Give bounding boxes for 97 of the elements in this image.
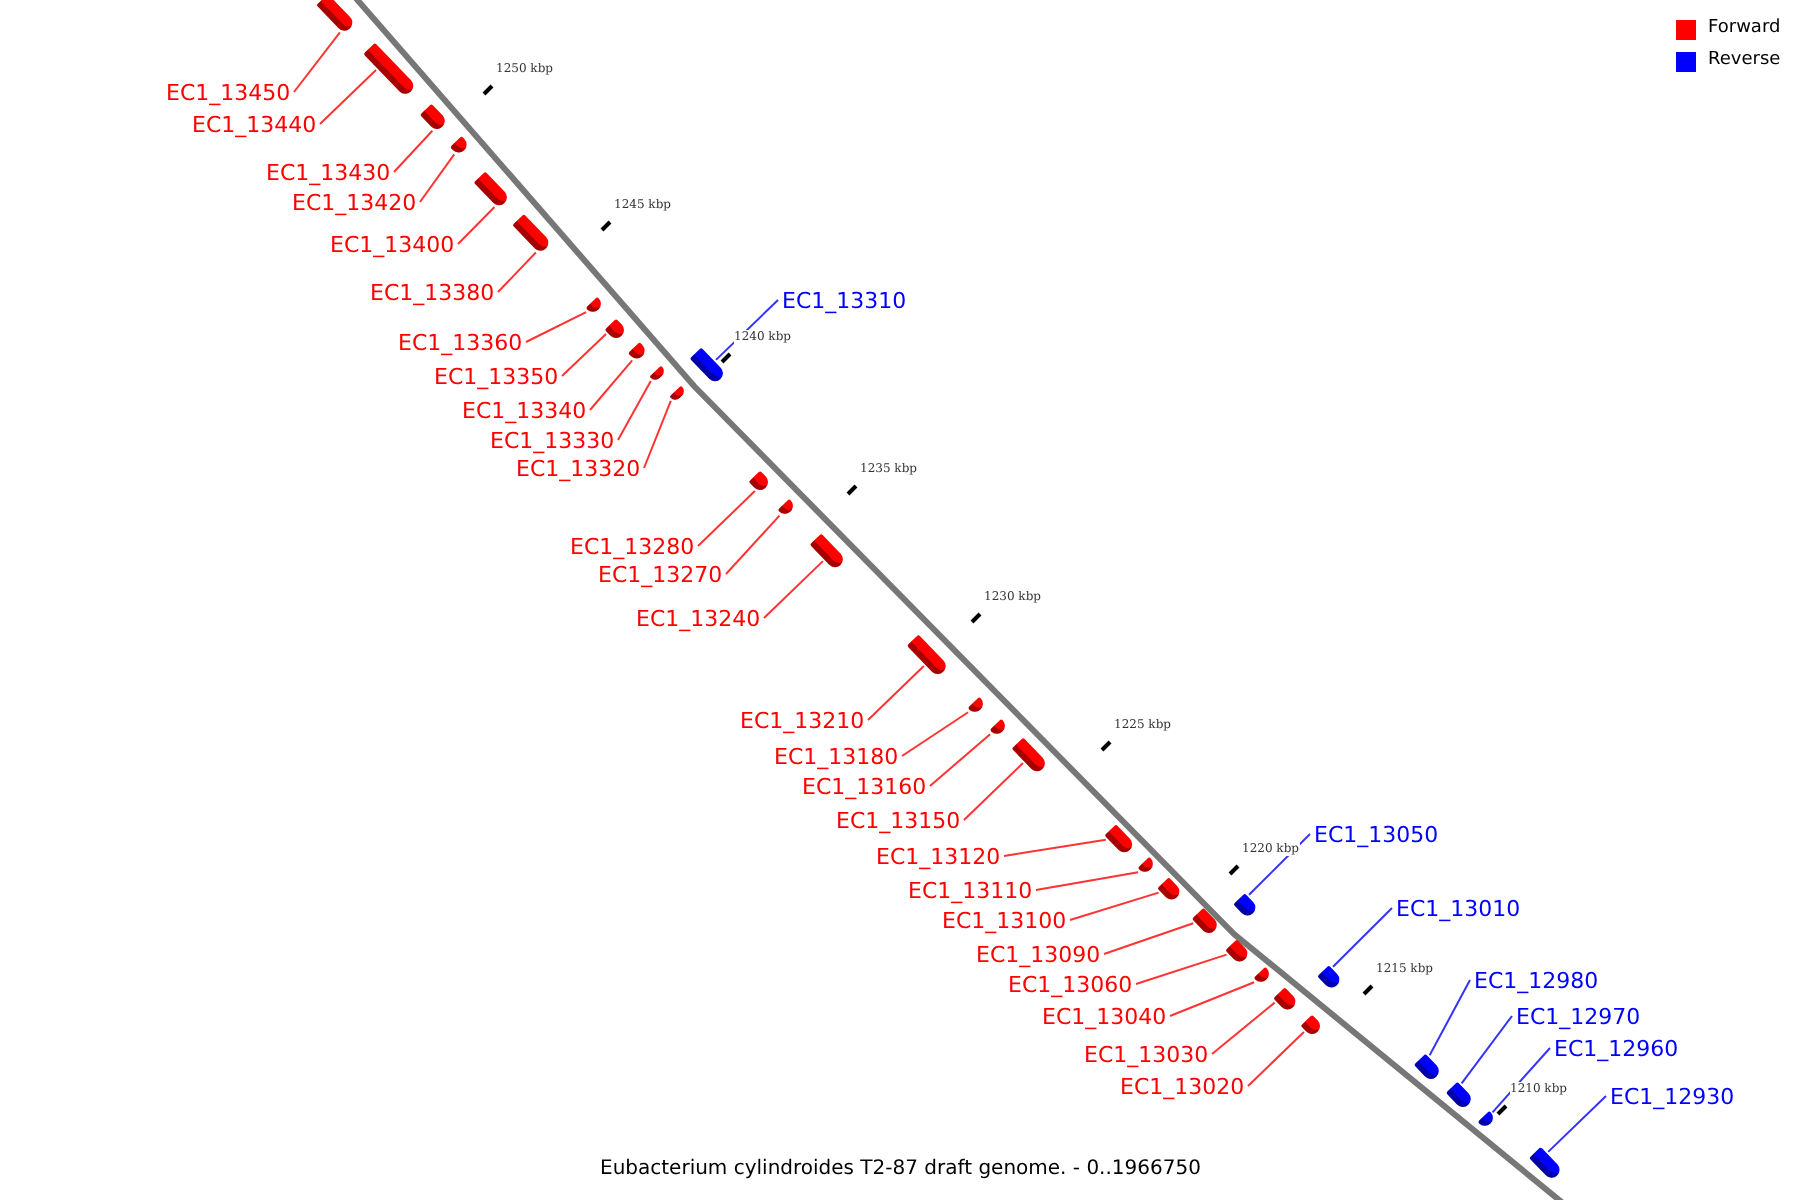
leader-line	[525, 311, 588, 343]
gene-label: EC1_13330	[490, 427, 615, 453]
gene-label: EC1_13110	[908, 877, 1033, 903]
gene-block	[748, 470, 772, 494]
gene-block	[512, 214, 552, 254]
gene-label: EC1_13120	[876, 843, 1001, 869]
gene-block	[669, 385, 687, 403]
gene-label: EC1_13350	[434, 363, 559, 389]
gene-block	[1317, 965, 1343, 991]
legend-label: Reverse	[1708, 48, 1781, 74]
gene-block	[1445, 1081, 1475, 1111]
gene-label: EC1_13280	[570, 533, 695, 559]
leader-line	[1103, 922, 1195, 955]
gene-label: EC1_13050	[1314, 821, 1439, 847]
leader-line	[763, 560, 824, 619]
gene-block	[419, 103, 449, 133]
leader-line	[393, 129, 434, 173]
gene-block	[363, 42, 417, 98]
gene-block	[966, 696, 986, 716]
gene-label: EC1_13270	[598, 561, 723, 587]
leader-line	[901, 711, 970, 757]
leader-line	[643, 399, 672, 469]
gene-block	[584, 296, 604, 316]
leader-line	[1428, 979, 1471, 1057]
gene-block	[809, 533, 847, 571]
gene-block	[1233, 893, 1259, 919]
gene-label: EC1_13020	[1120, 1073, 1245, 1099]
leader-line	[617, 379, 652, 441]
gene-label: EC1_12980	[1474, 967, 1599, 993]
leader-line	[1035, 871, 1140, 891]
leader-line	[1247, 1031, 1305, 1087]
leader-line	[319, 68, 377, 125]
gene-block	[604, 318, 628, 342]
legend-label: Forward	[1708, 16, 1781, 42]
gene-label: EC1_13310	[782, 287, 907, 313]
gene-block	[776, 498, 796, 518]
leader-line	[929, 733, 992, 787]
gene-label: EC1_13360	[398, 329, 523, 355]
leader-line	[497, 251, 537, 293]
leader-line	[1169, 981, 1256, 1017]
leader-line	[1211, 1001, 1276, 1055]
gene-label: EC1_12930	[1610, 1083, 1735, 1109]
gene-label: EC1_13210	[740, 707, 865, 733]
leader-line	[1069, 891, 1160, 921]
gene-label: EC1_13030	[1084, 1041, 1209, 1067]
gene-label: EC1_13440	[192, 111, 317, 137]
leader-line	[589, 359, 634, 411]
gene-block	[1300, 1014, 1324, 1038]
gene-label: EC1_13060	[1008, 971, 1133, 997]
gene-label: EC1_13180	[774, 743, 899, 769]
gene-label: EC1_13340	[462, 397, 587, 423]
gene-label: EC1_13090	[976, 941, 1101, 967]
gene-label: EC1_13240	[636, 605, 761, 631]
leader-line	[1248, 833, 1311, 896]
gene-label: EC1_13420	[292, 189, 417, 215]
gene-label: EC1_13450	[166, 79, 291, 105]
leader-line	[697, 490, 756, 547]
gene-block	[628, 342, 648, 362]
leader-line	[867, 665, 925, 721]
gene-block	[1011, 737, 1049, 775]
leader-line	[419, 153, 456, 203]
gene-label: EC1_13400	[330, 231, 455, 257]
leader-line	[457, 206, 496, 245]
gene-block	[473, 171, 511, 209]
gene-block	[1157, 877, 1183, 903]
leader-line	[1547, 1095, 1607, 1153]
gene-block	[1136, 856, 1156, 876]
gene-label: EC1_13320	[516, 455, 641, 481]
gene-label: EC1_13380	[370, 279, 495, 305]
gene-label: EC1_13040	[1042, 1003, 1167, 1029]
leader-line	[725, 514, 781, 575]
gene-block	[1413, 1053, 1443, 1083]
gene-label: EC1_12960	[1554, 1035, 1679, 1061]
gene-block	[1273, 987, 1299, 1013]
gene-block	[906, 634, 950, 678]
caption: Eubacterium cylindroides T2-87 draft genome. - 0..1966750	[600, 1156, 1201, 1182]
gene-label: EC1_13150	[836, 807, 961, 833]
leader-line	[1135, 953, 1228, 985]
gene-label: EC1_13160	[802, 773, 927, 799]
gene-label: EC1_13430	[266, 159, 391, 185]
gene-block	[1476, 1110, 1496, 1130]
leader-line	[1491, 1047, 1551, 1114]
gene-block	[689, 347, 727, 385]
gene-label: EC1_13010	[1396, 895, 1521, 921]
gene-block	[649, 365, 667, 383]
gene-block	[988, 718, 1008, 738]
leader-line	[561, 333, 608, 377]
gene-label: EC1_13100	[942, 907, 1067, 933]
leader-line	[963, 762, 1024, 821]
gene-block	[1529, 1146, 1563, 1182]
leader-line	[1003, 838, 1107, 857]
gene-block	[450, 136, 470, 156]
leader-line	[1460, 1015, 1513, 1085]
gene-block	[1252, 966, 1272, 986]
leader-line	[1332, 907, 1393, 968]
gene-label: EC1_12970	[1516, 1003, 1641, 1029]
leader-line	[293, 31, 341, 93]
